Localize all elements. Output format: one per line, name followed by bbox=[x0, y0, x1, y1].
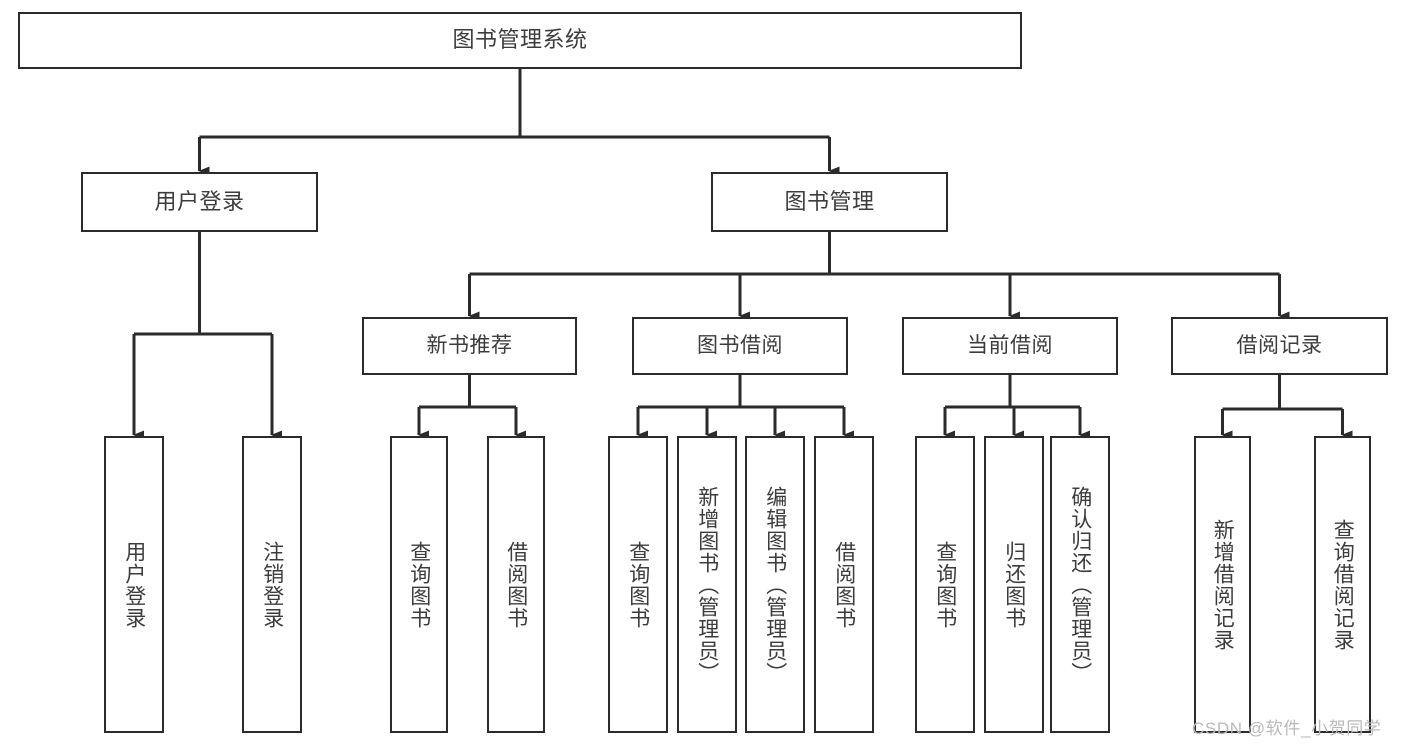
node-leaf-user-logout[interactable]: 注销登录 bbox=[242, 436, 302, 733]
node-leaf-user-login[interactable]: 用户登录 bbox=[104, 436, 164, 733]
node-leaf-cb-confirm[interactable]: 确认归还（管理员） bbox=[1050, 436, 1110, 733]
node-label: 当前借阅 bbox=[967, 334, 1053, 358]
node-label: 图书管理 bbox=[784, 188, 875, 214]
node-user-login[interactable]: 用户登录 bbox=[81, 172, 318, 232]
node-label: 新书推荐 bbox=[426, 334, 513, 358]
node-label: 编辑图书（管理员） bbox=[763, 485, 787, 684]
node-label: 确认归还（管理员） bbox=[1068, 485, 1092, 684]
node-label: 新增借阅记录 bbox=[1211, 518, 1235, 651]
csdn-watermark: CSDN @软件_小贺同学 bbox=[1192, 719, 1382, 738]
node-label: 注销登录 bbox=[260, 540, 284, 629]
node-label: 借阅记录 bbox=[1236, 334, 1323, 358]
node-leaf-rec-borrow[interactable]: 借阅图书 bbox=[487, 436, 545, 733]
node-leaf-br-add[interactable]: 新增借阅记录 bbox=[1194, 436, 1251, 733]
node-leaf-bb-add[interactable]: 新增图书（管理员） bbox=[677, 436, 737, 733]
node-label: 归还图书 bbox=[1002, 540, 1026, 629]
node-leaf-cb-query[interactable]: 查询图书 bbox=[915, 436, 975, 733]
node-label: 查询图书 bbox=[407, 540, 431, 629]
node-leaf-br-query[interactable]: 查询借阅记录 bbox=[1314, 436, 1371, 733]
node-leaf-cb-return[interactable]: 归还图书 bbox=[984, 436, 1044, 733]
node-label: 查询借阅记录 bbox=[1331, 518, 1355, 651]
node-leaf-bb-query[interactable]: 查询图书 bbox=[608, 436, 668, 733]
node-label: 借阅图书 bbox=[504, 540, 528, 629]
node-label: 新增图书（管理员） bbox=[695, 485, 719, 684]
node-book-manage[interactable]: 图书管理 bbox=[711, 172, 948, 232]
node-borrow-record[interactable]: 借阅记录 bbox=[1171, 317, 1388, 375]
node-new-book-rec[interactable]: 新书推荐 bbox=[362, 317, 577, 375]
node-label: 用户登录 bbox=[154, 188, 245, 214]
node-label: 图书借阅 bbox=[697, 334, 783, 358]
node-leaf-rec-query[interactable]: 查询图书 bbox=[390, 436, 448, 733]
node-label: 查询图书 bbox=[626, 540, 650, 629]
node-label: 图书管理系统 bbox=[452, 27, 588, 53]
node-label: 查询图书 bbox=[933, 540, 957, 629]
node-label: 借阅图书 bbox=[832, 540, 856, 629]
node-label: 用户登录 bbox=[122, 540, 146, 629]
node-current-borrow[interactable]: 当前借阅 bbox=[902, 317, 1118, 375]
node-leaf-bb-edit[interactable]: 编辑图书（管理员） bbox=[745, 436, 805, 733]
node-leaf-bb-borrow[interactable]: 借阅图书 bbox=[814, 436, 874, 733]
node-book-borrow[interactable]: 图书借阅 bbox=[632, 317, 848, 375]
node-root[interactable]: 图书管理系统 bbox=[18, 12, 1022, 69]
